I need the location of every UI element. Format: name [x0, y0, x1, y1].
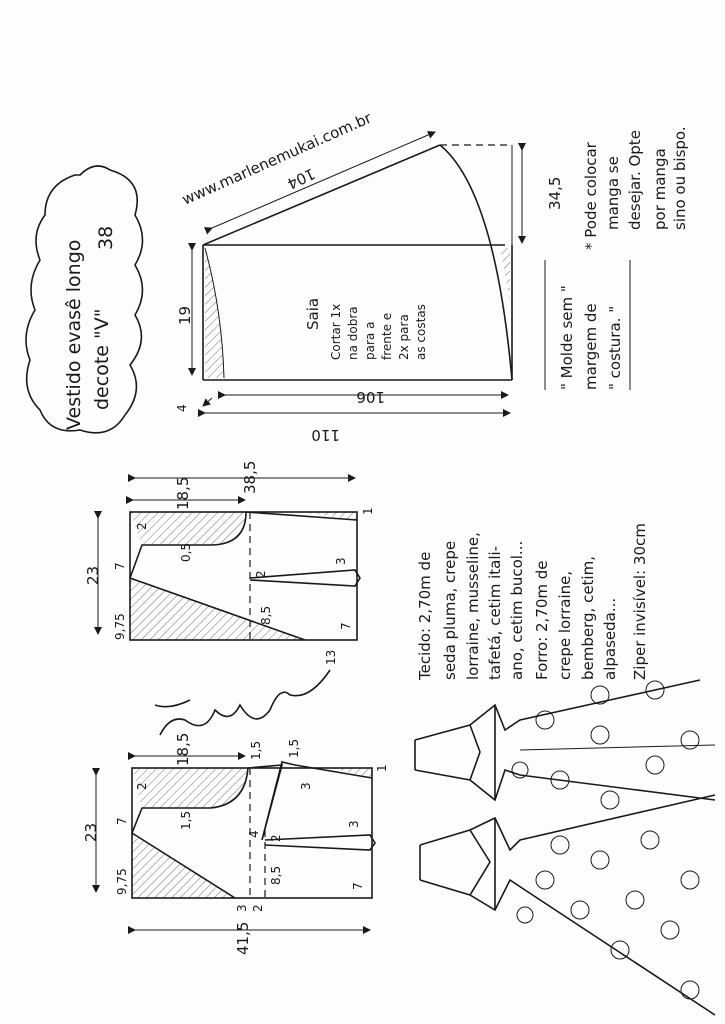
front-dim-curve: 1,5 [179, 811, 193, 830]
svg-text:ano, cetim bucol...: ano, cetim bucol... [508, 541, 526, 680]
svg-text:por manga: por manga [651, 148, 669, 230]
dress-sketch-back [414, 679, 716, 802]
front-dim-a: 9,75 [115, 868, 129, 895]
svg-text:margem de: margem de [582, 303, 600, 390]
svg-text:Ziper invisível: 30cm: Ziper invisível: 30cm [631, 523, 649, 680]
skirt-label: Saia [304, 298, 322, 330]
skirt-dim-side: 34,5 [546, 177, 564, 210]
back-dim-height: 23 [84, 566, 102, 585]
svg-text:lorraine, musseline,: lorraine, musseline, [464, 532, 482, 680]
materials-list: Tecido: 2,70m de seda pluma, crepe lorra… [416, 523, 649, 681]
sleeve-note: * Pode colocar manga se desejar. Opte po… [582, 126, 689, 250]
signature [154, 669, 331, 736]
svg-text:seda pluma, crepe: seda pluma, crepe [441, 541, 459, 680]
front-dim-dart-top: 2 [269, 834, 283, 842]
front-dim-dart-w: 3 [347, 820, 361, 828]
floral-print [511, 680, 700, 1000]
skirt-instruction: Cortar 1x [329, 304, 343, 360]
svg-text:desejar. Opte: desejar. Opte [626, 130, 644, 230]
skirt-dim-slant: 104 [284, 164, 318, 192]
svg-text:crepe lorraine,: crepe lorraine, [556, 571, 574, 680]
back-dim-dart-top: 2 [254, 570, 268, 578]
skirt-instruction: para a [363, 322, 377, 360]
front-bodice-pattern [92, 752, 376, 934]
front-dim-c: 2 [135, 782, 149, 790]
skirt-dim-hem-inner: 106 [356, 388, 385, 406]
svg-text:sino ou bispo.: sino ou bispo. [671, 126, 689, 230]
skirt-instruction: na dobra [346, 306, 360, 360]
front-dim-dart-side: 7 [351, 882, 365, 890]
back-dim-b: 7 [113, 562, 127, 570]
back-dim-dart-side: 7 [339, 622, 353, 630]
front-dim-pivot: 4 [247, 830, 261, 838]
back-dim-armhole: 18,5 [174, 477, 192, 510]
svg-text:manga se: manga se [604, 156, 622, 230]
title-line1: Vestido evasê longo [63, 240, 85, 430]
skirt-pattern [188, 131, 526, 417]
skirt-instruction: 2x para [397, 314, 411, 360]
front-dim-side: 1 [375, 764, 389, 772]
front-dim-bust2: 1,5 [287, 739, 301, 758]
title-size: 38 [95, 226, 117, 250]
svg-text:tafetá, cetim itali-: tafetá, cetim itali- [486, 546, 504, 680]
skirt-dim-hem-outer: 110 [311, 426, 340, 444]
front-dim-height: 23 [82, 823, 100, 842]
svg-text:" costura. ": " costura. " [606, 306, 624, 390]
title-cloud [25, 165, 144, 434]
skirt-instruction: as costas [414, 304, 428, 360]
dress-sketch-front [419, 794, 716, 1016]
back-dim-hem: 13 [324, 650, 338, 665]
website-text: www.marlenemukai.com.br [179, 108, 375, 208]
back-dim-c: 2 [135, 522, 149, 530]
svg-text:* Pode colocar: * Pode colocar [582, 141, 600, 250]
back-dim-dart-depth: 8,5 [259, 606, 273, 625]
skirt-dim-waist-drop: 19 [176, 306, 194, 325]
front-dim-bust-w: 3 [299, 782, 313, 790]
front-dim-hem-a: 3 [235, 904, 249, 912]
svg-text:" Molde sem ": " Molde sem " [558, 285, 576, 390]
front-dim-width: 41,5 [234, 922, 252, 955]
seam-allowance-note: " Molde sem " margem de " costura. " [544, 260, 631, 390]
back-dim-width: 38,5 [241, 461, 259, 494]
title-line2: decote "V" [91, 309, 113, 410]
svg-text:alpaseda...: alpaseda... [601, 598, 619, 680]
back-dim-curve: 0,5 [179, 543, 193, 562]
svg-text:Tecido: 2,70m de: Tecido: 2,70m de [416, 552, 434, 681]
back-bodice-pattern [94, 474, 361, 641]
front-dim-armhole: 18,5 [174, 733, 192, 766]
back-dim-dart-w: 3 [334, 557, 348, 565]
back-dim-side: 1 [361, 507, 375, 515]
front-dim-dart-depth: 8,5 [269, 866, 283, 885]
skirt-dim-offset: 4 [175, 404, 189, 412]
front-dim-hem-b: 2 [251, 904, 265, 912]
svg-text:Forro: 2,70m de: Forro: 2,70m de [533, 560, 551, 680]
back-dim-a: 9,75 [113, 613, 127, 640]
skirt-instruction: frente e [380, 313, 394, 360]
front-dim-b: 7 [115, 817, 129, 825]
front-dim-bust1: 1,5 [249, 741, 263, 760]
svg-text:bemberg, cetim,: bemberg, cetim, [579, 556, 597, 680]
